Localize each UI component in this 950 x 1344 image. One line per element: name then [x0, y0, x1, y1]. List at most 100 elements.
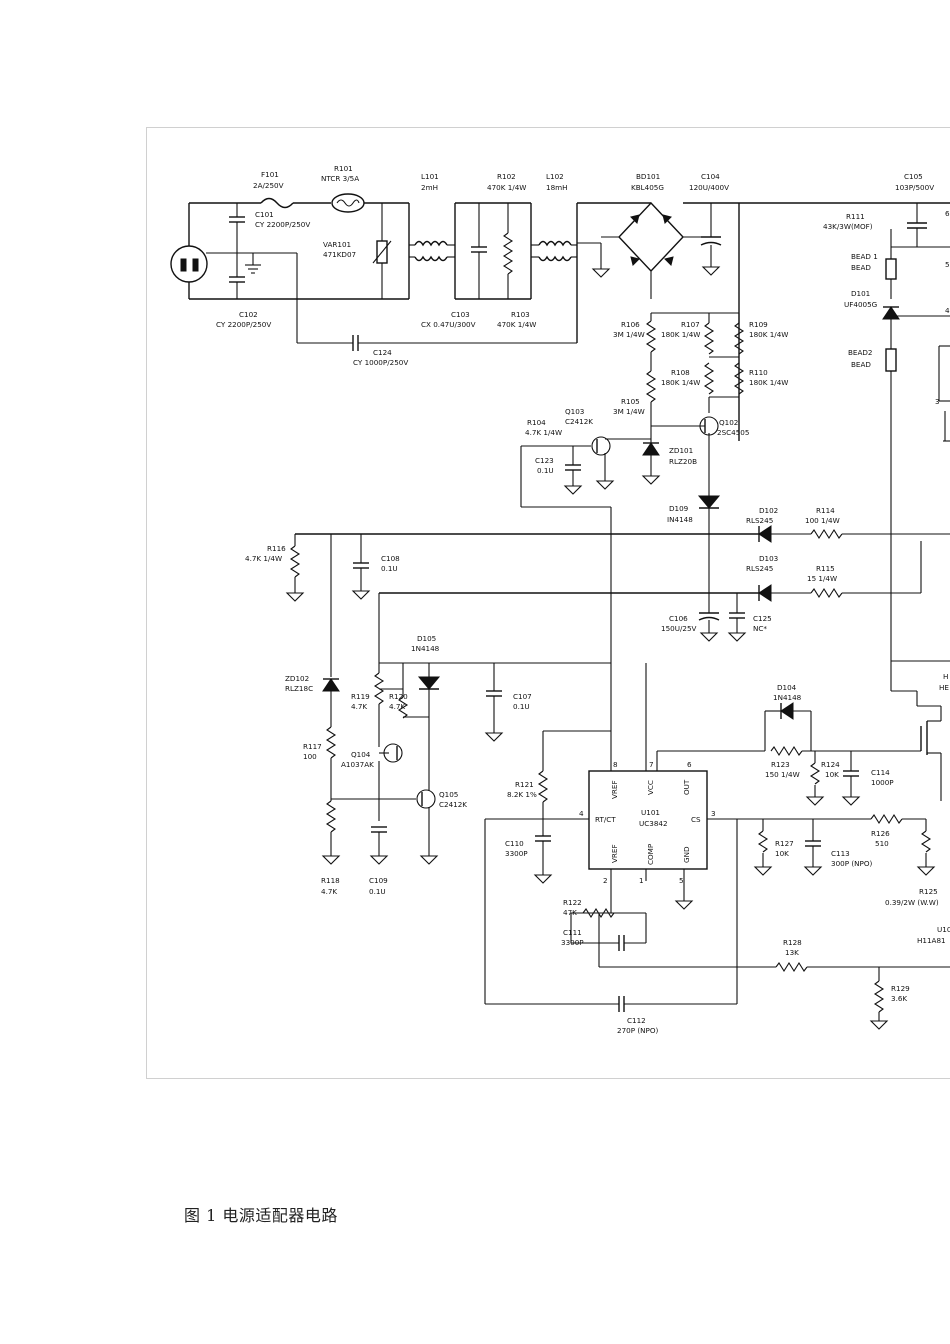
label-h-ref: H: [943, 672, 948, 681]
label-q102-ref: Q102: [719, 418, 738, 427]
label-zd102-val: RLZ18C: [285, 684, 313, 693]
ground-icon: [841, 796, 861, 806]
label-r116-val: 4.7K 1/4W: [245, 554, 282, 563]
label-r111-ref: R111: [846, 212, 865, 221]
resistor-icon: [757, 830, 769, 853]
protection-circuit: [321, 534, 611, 865]
aux-supply-section: [285, 525, 950, 642]
pwm-controller: [484, 663, 950, 1030]
inductor-icon: [414, 255, 448, 262]
label-u101-val: UC3842: [639, 819, 668, 828]
label-r127-val: 10K: [775, 849, 789, 858]
label-q104-val: A1037AK: [341, 760, 374, 769]
label-c103-val: CX 0.47U/300V: [421, 320, 476, 329]
label-r111-val: 43K/3W(MOF): [823, 222, 873, 231]
label-r117-val: 100: [303, 752, 317, 761]
zener-diode-icon: [642, 442, 660, 456]
gate-drive-section: [656, 660, 950, 876]
label-r126-val: 510: [875, 839, 889, 848]
label-c102-val: CY 2200P/250V: [216, 320, 271, 329]
resistor-icon: [775, 961, 808, 973]
label-r124-ref: R124: [821, 760, 840, 769]
label-r126-ref: R126: [871, 829, 890, 838]
label-r129-val: 3.6K: [891, 994, 907, 1003]
ground-icon: [641, 475, 661, 485]
label-c107-val: 0.1U: [513, 702, 530, 711]
resistor-icon: [703, 362, 715, 395]
label-r110-ref: R110: [749, 368, 768, 377]
diode-icon: [697, 495, 721, 509]
label-r120-ref: R120: [389, 692, 408, 701]
resistor-icon: [810, 528, 843, 540]
label-d109-ref: D109: [669, 504, 689, 513]
pin-gnd: GND: [682, 846, 691, 863]
label-r104-val: 4.7K 1/4W: [525, 428, 562, 437]
label-r127-ref: R127: [775, 839, 794, 848]
label-r121-ref: R121: [515, 780, 534, 789]
label-c125-val: NC*: [753, 624, 767, 633]
label-zd101-val: RLZ20B: [669, 457, 697, 466]
resistor-icon: [502, 232, 514, 275]
label-q102-val: 2SC4505: [717, 428, 749, 437]
label-c102-ref: C102: [239, 310, 258, 319]
label-var101-val: 471KD07: [323, 250, 356, 259]
pin-num-6: 6: [687, 760, 692, 769]
ground-icon: [285, 592, 305, 602]
label-r121-val: 8.2K 1%: [507, 790, 537, 799]
label-u101-ref: U101: [641, 808, 660, 817]
label-d109-val: IN4148: [667, 515, 693, 524]
label-q105-val: C2412K: [439, 800, 467, 809]
label-bead2-ref: BEAD2: [848, 348, 873, 357]
label-r109-val: 180K 1/4W: [749, 330, 788, 339]
label-r114-ref: R114: [816, 506, 835, 515]
power-adapter-schematic: F101 2A/250V R101 NTCR 3/5A L101 2mH R10…: [170, 164, 950, 1035]
pin-comp: COMP: [646, 843, 655, 865]
startup-circuit: [520, 312, 745, 771]
label-d105-ref: D105: [417, 634, 436, 643]
diode-icon: [882, 306, 900, 320]
label-c109-val: 0.1U: [369, 887, 386, 896]
label-f101-val: 2A/250V: [253, 181, 284, 190]
label-r115-val: 15 1/4W: [807, 574, 837, 583]
label-r118-val: 4.7K: [321, 887, 337, 896]
diode-icon: [758, 525, 772, 543]
label-r108-ref: R108: [671, 368, 690, 377]
diode-icon: [417, 676, 441, 690]
label-c125-ref: C125: [753, 614, 772, 623]
ac-plug-pin-r: [192, 258, 199, 272]
resistor-icon: [325, 726, 337, 759]
label-zd102-ref: ZD102: [285, 674, 309, 683]
pin-num-2: 2: [603, 876, 608, 885]
label-l102-ref: L102: [546, 172, 564, 181]
label-r107-val: 180K 1/4W: [661, 330, 700, 339]
label-bead1-ref: BEAD 1: [851, 252, 878, 261]
label-r103-ref: R103: [511, 310, 530, 319]
pin-cs: CS: [691, 815, 701, 824]
label-d104-val: 1N4148: [773, 693, 802, 702]
label-r101-val: NTCR 3/5A: [321, 174, 359, 183]
ac-input-section: [170, 193, 651, 351]
label-l102-val: 18mH: [546, 183, 568, 192]
pin-rtct: RT/CT: [595, 815, 616, 824]
label-f101-ref: F101: [261, 170, 279, 179]
resistor-icon: [809, 762, 821, 785]
label-d101-val: UF4005G: [844, 300, 877, 309]
ac-plug-icon: [170, 245, 208, 283]
pin-num-5: 5: [679, 876, 684, 885]
ground-icon: [753, 866, 773, 876]
label-bd101-ref: BD101: [636, 172, 660, 181]
label-r128-ref: R128: [783, 938, 802, 947]
label-d103-ref: D103: [759, 554, 778, 563]
label-r110-val: 180K 1/4W: [749, 378, 788, 387]
pin-vref-bottom: VREF: [610, 844, 619, 863]
label-r124-val: 10K: [825, 770, 839, 779]
ground-icon: [595, 480, 615, 490]
label-c124-val: CY 1000P/250V: [353, 358, 408, 367]
resistor-icon: [810, 587, 843, 599]
resistor-icon: [537, 770, 549, 803]
capacitor-plate: [700, 241, 722, 246]
label-d103-val: RLS245: [746, 564, 773, 573]
pin-vref-top: VREF: [610, 780, 619, 799]
ground-icon: [533, 874, 553, 884]
label-c108-val: 0.1U: [381, 564, 398, 573]
